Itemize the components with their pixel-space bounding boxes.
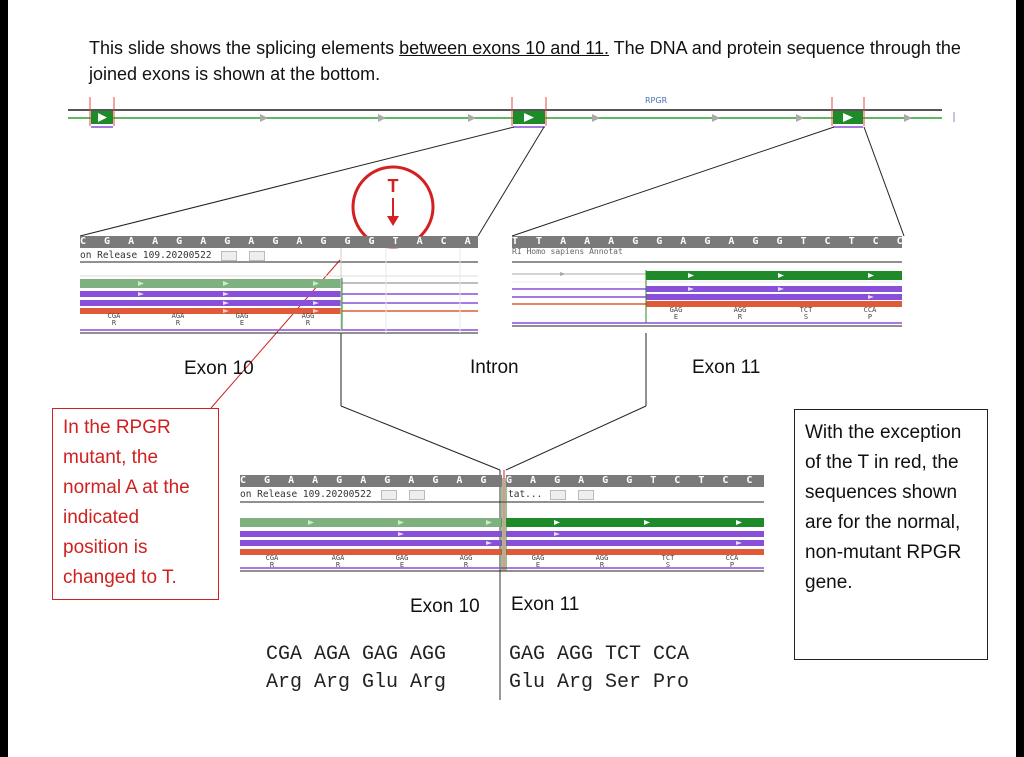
bottom-nav-forward-icon[interactable] xyxy=(409,489,426,500)
left-sequence-strip: C G A A G A G A G A G G G T A C A A xyxy=(80,236,478,248)
intron-label: Intron xyxy=(470,357,519,378)
left-nav-back-icon[interactable] xyxy=(221,250,238,261)
intro-part1: This slide shows the splicing elements xyxy=(89,38,400,58)
gene-name-label: RPGR xyxy=(645,96,668,105)
left-panel-tracks xyxy=(80,245,478,334)
bottom-release-bar: on Release 109.20200522 xyxy=(240,488,500,501)
dna-exon10: CGA AGA GAG AGG xyxy=(266,643,447,666)
zoom-lines xyxy=(79,126,905,700)
exon11-label: Exon 11 xyxy=(692,357,761,378)
left-nav-forward-icon[interactable] xyxy=(249,250,266,261)
splicing-diagram xyxy=(68,97,955,700)
left-release-bar: on Release 109.20200522 xyxy=(80,249,340,262)
slide: This slide shows the splicing elements b… xyxy=(8,0,1016,757)
gene-overview-track xyxy=(68,97,955,128)
bottom-nav-back-icon[interactable] xyxy=(381,489,398,500)
bottom-release-text: on Release 109.20200522 xyxy=(240,489,372,500)
bottom-release-bar-right: tat... xyxy=(508,488,608,501)
right-panel-tracks xyxy=(512,261,902,327)
bottom-release-text-right: tat... xyxy=(508,489,543,500)
intro-part2: The DNA and protein sequence through the… xyxy=(89,38,961,84)
joined-sequence-exon10: CGA AGA GAG AGG Arg Arg Glu Arg xyxy=(266,641,446,697)
exon10-label: Exon 10 xyxy=(184,358,254,379)
right-release-text: RI Homo sapiens Annotat xyxy=(512,248,623,256)
mutation-letter: T xyxy=(387,176,399,196)
bottom-sequence-strip-left: C G A A G A G A G A G G xyxy=(240,475,502,487)
bottom-sequence-strip-right: G A G A G G T C T C C A xyxy=(506,475,764,487)
exon10-bottom-label: Exon 10 xyxy=(410,596,480,617)
intro-text: This slide shows the splicing elements b… xyxy=(89,35,989,87)
normal-sequence-note-box: With the exception of the T in red, the … xyxy=(794,409,988,660)
left-release-text: on Release 109.20200522 xyxy=(80,250,212,261)
exon11-bottom-label: Exon 11 xyxy=(511,594,580,615)
protein-exon10: Arg Arg Glu Arg xyxy=(266,671,447,694)
right-release-bar: RI Homo sapiens Annotat xyxy=(512,248,712,256)
bottom-right-nav-forward-icon[interactable] xyxy=(577,489,594,500)
protein-exon11: Glu Arg Ser Pro xyxy=(509,671,690,694)
joined-sequence-exon11: GAG AGG TCT CCA Glu Arg Ser Pro xyxy=(509,641,689,697)
mutation-arrowhead xyxy=(387,216,399,226)
exon-block-1 xyxy=(89,97,115,128)
dna-exon11: GAG AGG TCT CCA xyxy=(509,643,690,666)
exon-block-10 xyxy=(511,97,547,128)
right-sequence-strip: T T A A A G G A G A G G T C T C C A xyxy=(512,236,902,248)
intro-underlined: between exons 10 and 11. xyxy=(399,38,609,58)
exon-block-11 xyxy=(831,97,865,128)
overview-arrowheads xyxy=(260,114,912,122)
bottom-panel-tracks xyxy=(240,470,764,572)
mutation-note-box: In the RPGR mutant, the normal A at the … xyxy=(52,408,219,600)
bottom-right-nav-back-icon[interactable] xyxy=(550,489,567,500)
